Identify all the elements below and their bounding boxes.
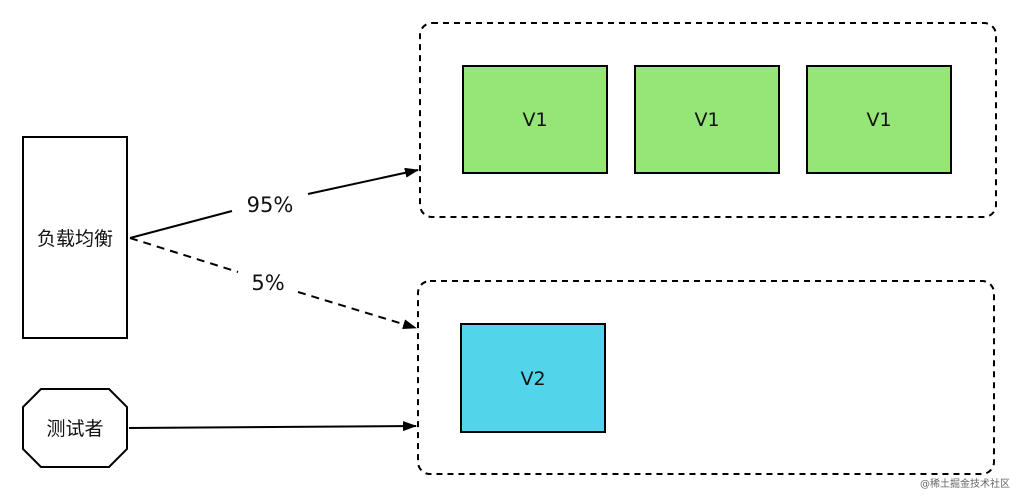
v1-instance-3-label: V1 (866, 109, 891, 131)
v2-group-container (417, 280, 995, 475)
watermark-text: @稀土掘金技术社区 (920, 477, 1010, 490)
edge-tester-to-v2-group (128, 421, 417, 432)
v1-instance-2: V1 (634, 65, 780, 174)
load-balancer-label: 负载均衡 (37, 228, 113, 250)
v2-instance: V2 (460, 323, 606, 433)
v1-instance-2-label: V1 (694, 109, 719, 131)
v1-instance-1-label: V1 (522, 109, 547, 131)
tester-label: 测试者 (46, 418, 103, 440)
edge-to-v1-group: 95% (129, 167, 419, 239)
v1-group-container (419, 22, 997, 218)
v1-instance-3: V1 (806, 65, 952, 174)
edge-to-v1-group-label: 95% (247, 193, 294, 217)
edge-to-v2-group: 5% (129, 237, 417, 329)
tester-node: 测试者 (22, 388, 128, 468)
load-balancer-node: 负载均衡 (22, 136, 128, 339)
v1-instance-1: V1 (462, 65, 608, 174)
v2-instance-label: V2 (520, 368, 545, 390)
edge-to-v2-group-label: 5% (251, 271, 284, 295)
